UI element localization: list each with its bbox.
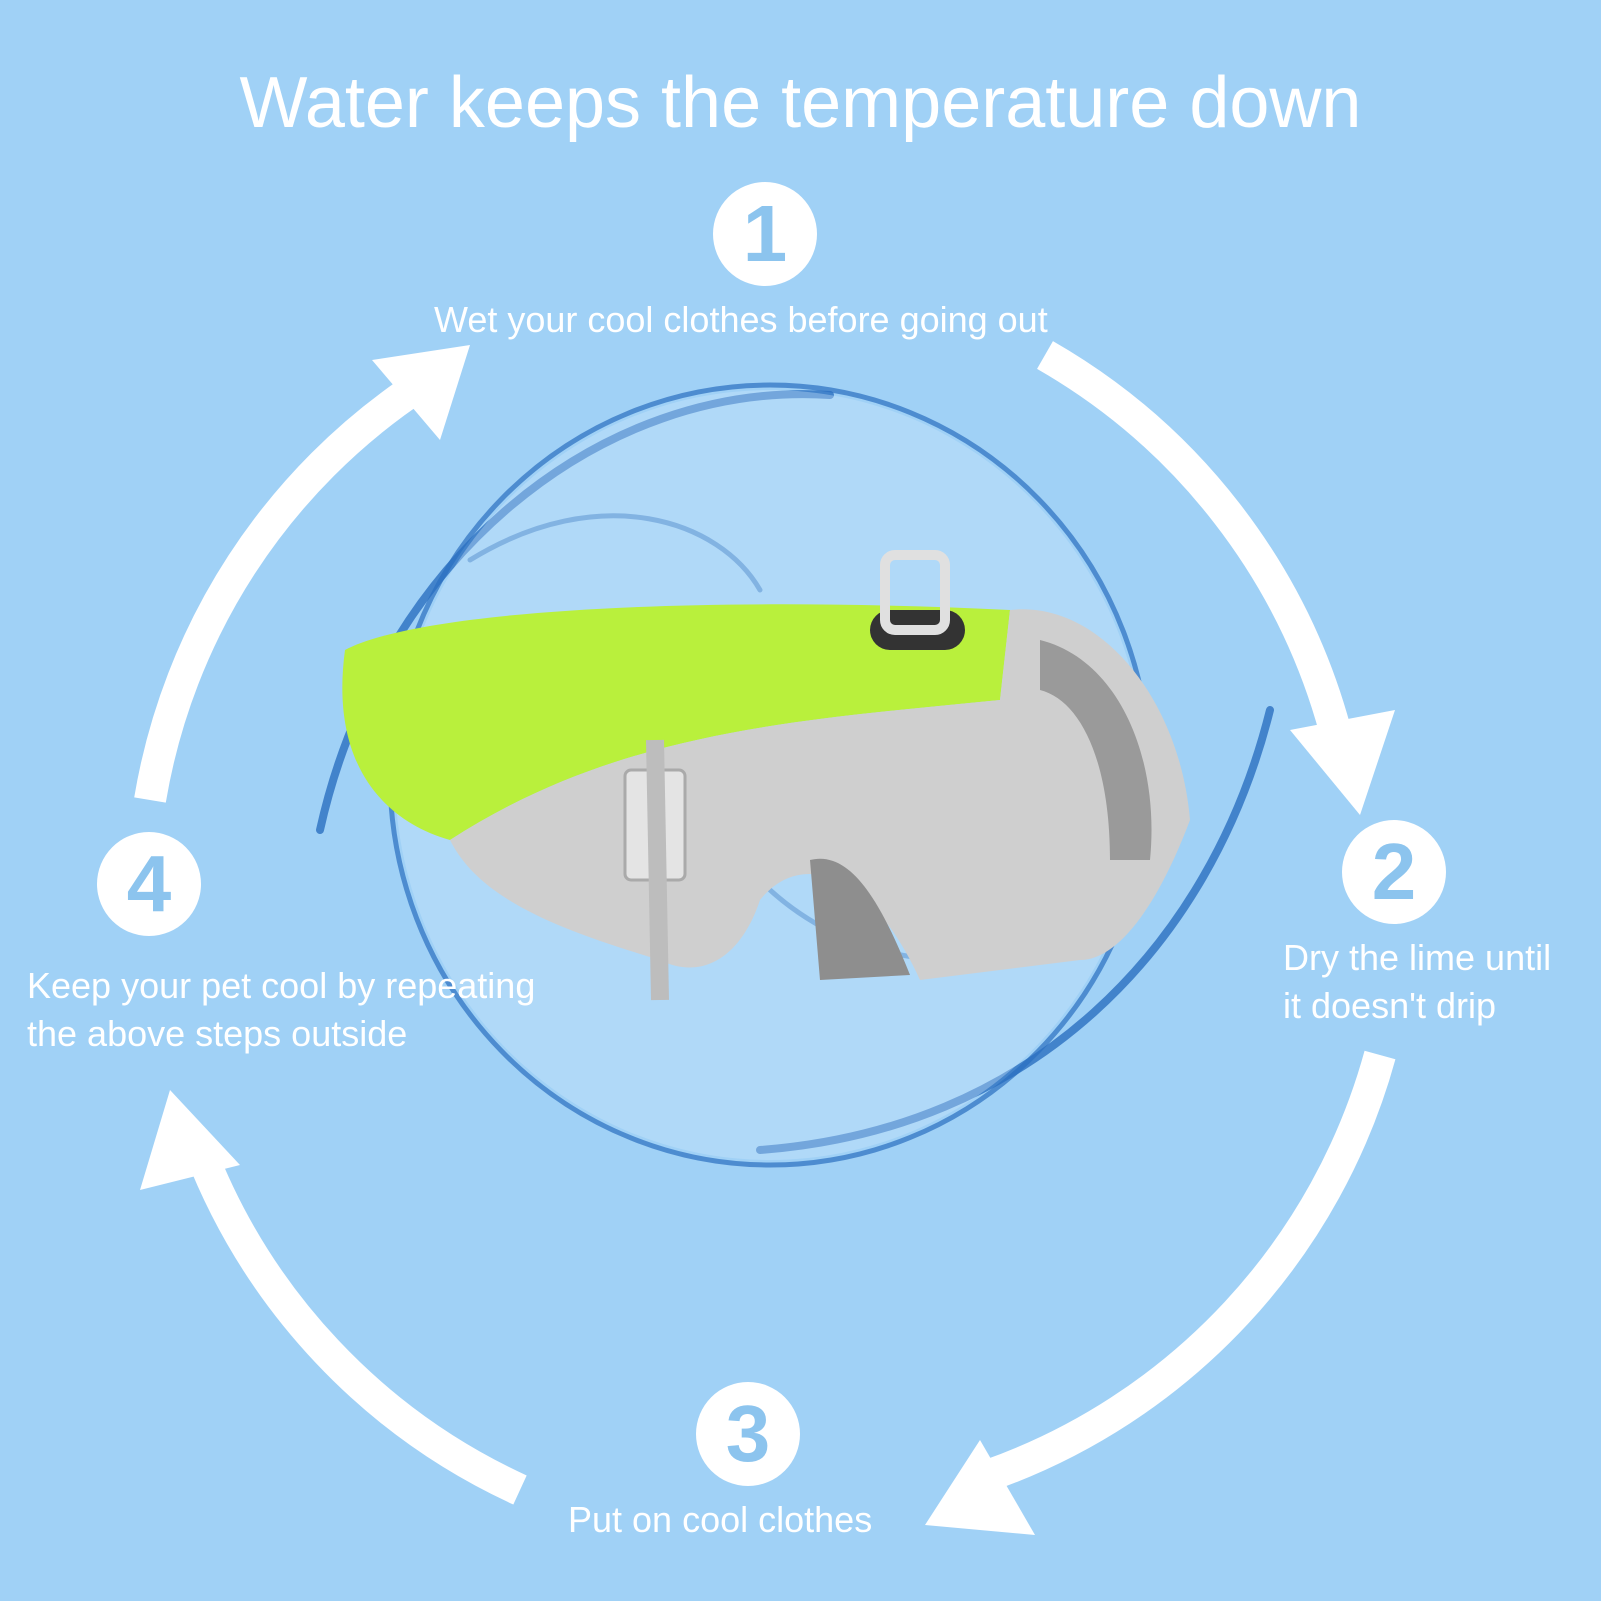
arrowhead-icon — [140, 1090, 240, 1190]
step-4-badge: 4 — [97, 832, 201, 936]
step-3-badge: 3 — [696, 1382, 800, 1486]
arrow-2-to-3 — [984, 1050, 1396, 1491]
step-4-line-2: the above steps outside — [27, 1013, 408, 1054]
arrow-1-to-2 — [1037, 341, 1351, 735]
step-4-text: Keep your pet cool by repeating the abov… — [27, 962, 535, 1058]
page-title: Water keeps the temperature down — [239, 63, 1362, 143]
step-4-line-1: Keep your pet cool by repeating — [27, 965, 536, 1006]
arrow-4-to-1 — [134, 371, 429, 803]
step-3-text: Put on cool clothes — [568, 1499, 873, 1540]
cooling-vest-image — [342, 550, 1190, 1001]
arrowhead-icon — [925, 1440, 1035, 1535]
step-2-badge: 2 — [1342, 820, 1446, 924]
arrowhead-icon — [372, 345, 470, 440]
arrowhead-icon — [1290, 710, 1395, 815]
step-2-text: Dry the lime until it doesn't drip — [1283, 934, 1551, 1030]
step-2-line-1: Dry the lime until — [1283, 937, 1552, 978]
step-1-text: Wet your cool clothes before going out — [434, 299, 1048, 340]
step-2-line-2: it doesn't drip — [1283, 985, 1496, 1026]
step-1-badge: 1 — [713, 182, 817, 286]
arrow-3-to-4 — [185, 1144, 527, 1505]
